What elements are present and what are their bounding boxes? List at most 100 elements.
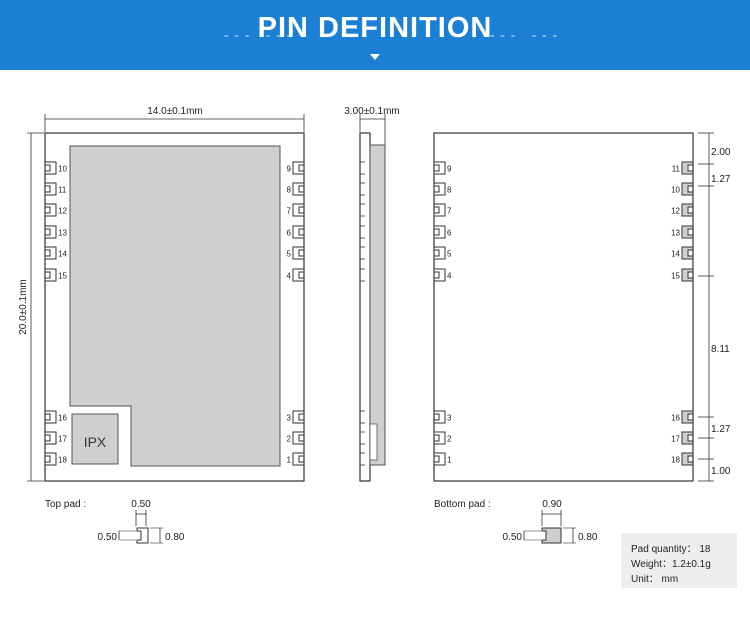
top-left-pin-label-14: 14: [58, 250, 67, 259]
dim-label-3: 1.27: [711, 424, 731, 435]
top-right-pin-label-4: 4: [287, 272, 292, 281]
top-right-pad-3: [292, 410, 305, 424]
top-left-pad-10: [44, 161, 57, 175]
bottom-right-pad-15: [681, 268, 694, 282]
top-pad-width: 0.50: [131, 499, 151, 510]
bottom-right-pad-10: [681, 182, 694, 196]
top-right-pad-1: [292, 452, 305, 466]
bottom-right-pin-label-10: 10: [671, 186, 680, 195]
top-right-pad-7: [292, 203, 305, 217]
bottom-left-pin-label-4: 4: [447, 272, 452, 281]
top-right-pin-label-8: 8: [287, 186, 292, 195]
top-right-pin-label-5: 5: [287, 250, 292, 259]
top-left-pin-label-17: 17: [58, 435, 67, 444]
top-right-pad-6: [292, 225, 305, 239]
top-right-pin-label-1: 1: [287, 456, 292, 465]
side-pcb: [359, 132, 371, 482]
bottom-left-pad-6: [433, 225, 446, 239]
bottom-right-pin-label-14: 14: [671, 250, 680, 259]
page-title: PIN DEFINITION: [257, 12, 493, 44]
title-right-dashes: --- ---: [488, 28, 562, 44]
side-shield: [369, 144, 386, 466]
bottom-pad-width: 0.90: [542, 499, 562, 510]
bottom-left-pad-1: [433, 452, 446, 466]
top-pad-left: 0.50: [98, 532, 118, 543]
dim-label-4: 1.00: [711, 466, 731, 477]
bottom-right-pad-18: [681, 452, 694, 466]
top-left-pad-18: [44, 452, 57, 466]
bottom-right-pin-label-13: 13: [671, 229, 680, 238]
bottom-left-pad-5: [433, 246, 446, 260]
side-thickness-label: 3.00±0.1mm: [344, 106, 400, 117]
bottom-right-pin-label-16: 16: [671, 414, 680, 423]
bottom-pad-shape: [541, 527, 562, 544]
top-right-pad-5: [292, 246, 305, 260]
top-left-pin-label-11: 11: [58, 186, 67, 195]
bottom-left-pad-2: [433, 431, 446, 445]
top-height-dim-label: 20.0±0.1mm: [18, 279, 29, 335]
info-pad-quantity: Pad quantity： 18: [631, 544, 711, 555]
bottom-left-pin-label-7: 7: [447, 207, 452, 216]
bottom-left-pin-label-6: 6: [447, 229, 452, 238]
bottom-left-pins: 9 8 7 6 5 4 3 2 1: [433, 161, 452, 466]
top-pad-detail: Top pad : 0.50 0.50 0.80: [45, 499, 185, 544]
shield-can: [69, 145, 281, 467]
bottom-right-pin-label-11: 11: [672, 165, 681, 174]
bottom-left-pad-4: [433, 268, 446, 282]
ipx-connector: [71, 413, 119, 465]
top-right-pin-label-7: 7: [287, 207, 292, 216]
top-left-pad-15: [44, 268, 57, 282]
top-view: 14.0±0.1mm 20.0±0.1mm IPX 10111213141516…: [18, 106, 305, 482]
bottom-left-pin-label-9: 9: [447, 165, 452, 174]
info-box: Pad quantity： 18 Weight：1.2±0.1g Unit： m…: [621, 533, 737, 588]
top-left-pad-17: [44, 431, 57, 445]
top-left-pin-label-18: 18: [58, 456, 67, 465]
top-right-pin-label-3: 3: [287, 414, 292, 423]
bottom-right-pin-label-18: 18: [671, 456, 680, 465]
top-right-pin-label-9: 9: [287, 165, 292, 174]
bottom-left-pin-label-3: 3: [447, 414, 452, 423]
bottom-right-pins: 11 10 12 13 14 15 16 17 18: [671, 161, 694, 466]
top-left-pad-11: [44, 182, 57, 196]
bottom-left-pin-label-1: 1: [447, 456, 452, 465]
top-right-pad-8: [292, 182, 305, 196]
bottom-pad-left: 0.50: [503, 532, 523, 543]
bottom-board-outline: [433, 132, 694, 482]
top-left-pad-14: [44, 246, 57, 260]
top-right-pad-4: [292, 268, 305, 282]
bottom-right-pin-label-17: 17: [671, 435, 680, 444]
info-unit: Unit： mm: [631, 574, 679, 585]
side-pin-ticks: [360, 161, 365, 466]
bottom-pad-detail: Bottom pad : 0.90 0.50 0.80: [434, 499, 598, 544]
top-left-pad-16: [44, 410, 57, 424]
side-view: 3.00±0.1mm: [344, 106, 400, 482]
bottom-left-pin-label-2: 2: [447, 435, 452, 444]
top-left-pin-label-16: 16: [58, 414, 67, 423]
top-left-pin-label-12: 12: [58, 207, 67, 216]
dim-label-2: 8.11: [711, 344, 730, 355]
top-left-pin-label-15: 15: [58, 272, 67, 281]
bottom-right-pad-13: [681, 225, 694, 239]
bottom-right-pad-17: [681, 431, 694, 445]
top-left-pin-label-13: 13: [58, 229, 67, 238]
title-left-dashes: --- ---: [222, 28, 296, 44]
bottom-left-pin-label-5: 5: [447, 250, 452, 259]
top-right-pad-2: [292, 431, 305, 445]
dim-label-1: 1.27: [711, 174, 731, 185]
bottom-left-pad-8: [433, 182, 446, 196]
top-right-pad-9: [292, 161, 305, 175]
bottom-right-pin-label-12: 12: [671, 207, 680, 216]
info-weight: Weight：1.2±0.1g: [631, 559, 711, 570]
ipx-label: IPX: [84, 434, 107, 450]
bottom-right-pad-12: [681, 203, 694, 217]
top-pad-height: 0.80: [165, 532, 185, 543]
bottom-right-pin-label-15: 15: [671, 272, 680, 281]
bottom-left-pad-7: [433, 203, 446, 217]
caret-down-icon: [370, 54, 380, 60]
bottom-left-pad-9: [433, 161, 446, 175]
header-banner: --- --- PIN DEFINITION --- ---: [0, 0, 750, 70]
bottom-left-pin-label-8: 8: [447, 186, 452, 195]
